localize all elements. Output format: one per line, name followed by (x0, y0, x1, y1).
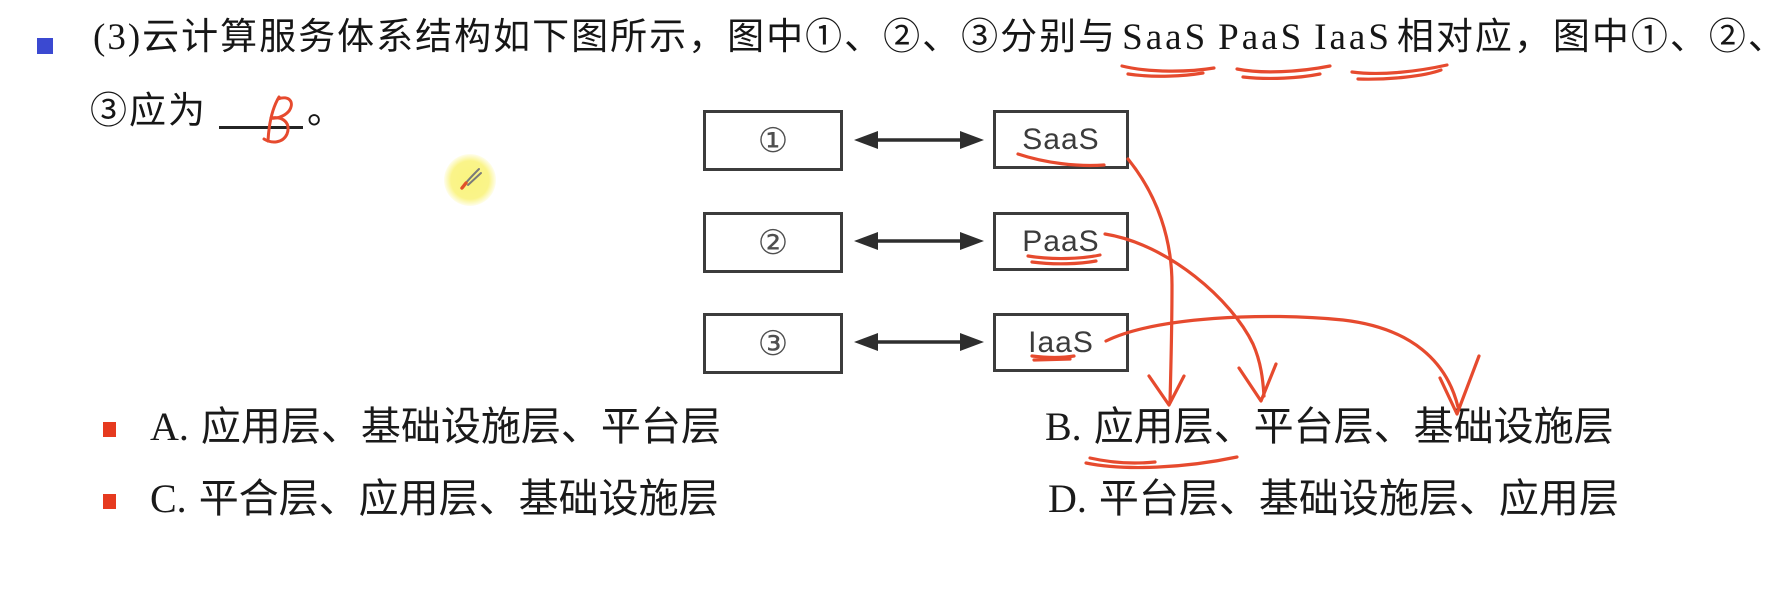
red-arrowhead-1 (1147, 374, 1186, 407)
arrowhead-left-3 (854, 333, 878, 351)
arrowhead-right-2 (960, 232, 984, 250)
diagram-box-saas: SaaS (993, 110, 1129, 169)
red-arrow-iaas-to-jichusheshiceng (1104, 314, 1460, 409)
question-line-2: ③应为 。 (90, 90, 346, 134)
red-underline-saas-term-2 (1126, 71, 1205, 78)
answer-blank (219, 92, 303, 129)
option-c-bullet-icon (103, 494, 116, 509)
red-underline-option-b (1084, 455, 1239, 470)
option-a-bullet-icon (103, 422, 116, 437)
option-a: A.应用层、基础设施层、平台层 (150, 404, 721, 450)
pen-cursor-highlight (444, 154, 496, 206)
diagram-box-iaas-label: IaaS (1028, 325, 1094, 359)
red-underline-paas-term (1235, 64, 1332, 74)
option-c-label: C. (150, 476, 187, 521)
red-arrowhead-2 (1237, 362, 1278, 403)
term-iaas: IaaS (1314, 17, 1392, 58)
option-d-label: D. (1048, 476, 1087, 521)
diagram-box-2-label: ② (757, 222, 789, 263)
question-text-suffix: 相对应，图中①、②、 (1396, 17, 1787, 58)
red-underline-saas-term (1120, 64, 1216, 73)
pen-cursor-icon (460, 168, 482, 190)
red-underline-iaas-term-2 (1356, 68, 1443, 81)
option-b-rest-text: 、平台层、基础设施层 (1213, 404, 1614, 449)
term-saas: SaaS (1122, 17, 1209, 58)
option-d: D.平台层、基础设施层、应用层 (1048, 476, 1619, 522)
diagram-box-iaas: IaaS (993, 313, 1129, 372)
red-underline-option-b-2 (1088, 456, 1157, 465)
question-line2-suffix: 。 (307, 91, 346, 132)
option-c-text: 平合层、应用层、基础设施层 (198, 476, 719, 521)
question-line2-prefix: ③应为 (90, 91, 207, 132)
option-b-underlined-text: 应用层 (1093, 404, 1214, 449)
diagram-box-paas-label: PaaS (1022, 224, 1100, 258)
red-underline-paas-term-2 (1241, 72, 1322, 81)
diagram-box-3-label: ③ (757, 323, 789, 364)
arrowhead-right-1 (960, 131, 984, 149)
diagram-box-2: ② (703, 212, 843, 273)
option-a-label: A. (150, 404, 189, 449)
arrowhead-right-3 (960, 333, 984, 351)
option-b: B.应用层、平台层、基础设施层 (1045, 404, 1614, 450)
option-c: C.平合层、应用层、基础设施层 (150, 476, 719, 522)
arrowhead-left-1 (854, 131, 878, 149)
question-text-prefix: (3)云计算服务体系结构如下图所示，图中①、②、③分别与 (93, 17, 1118, 58)
diagram-box-paas: PaaS (993, 212, 1129, 271)
option-b-label: B. (1045, 404, 1082, 449)
red-underline-iaas-term (1350, 63, 1449, 75)
option-a-text: 应用层、基础设施层、平台层 (200, 404, 721, 449)
diagram-box-1: ① (703, 110, 843, 171)
term-paas: PaaS (1218, 17, 1305, 58)
diagram-box-3: ③ (703, 313, 843, 374)
diagram-arrows (854, 131, 984, 351)
slide-bullet-icon (37, 38, 53, 54)
diagram-box-saas-label: SaaS (1022, 122, 1100, 156)
diagram-box-1-label: ① (757, 120, 789, 161)
option-d-text: 平台层、基础设施层、应用层 (1098, 476, 1619, 521)
arrowhead-left-2 (854, 232, 878, 250)
red-arrow-saas-to-yingyongceng (1126, 157, 1174, 404)
